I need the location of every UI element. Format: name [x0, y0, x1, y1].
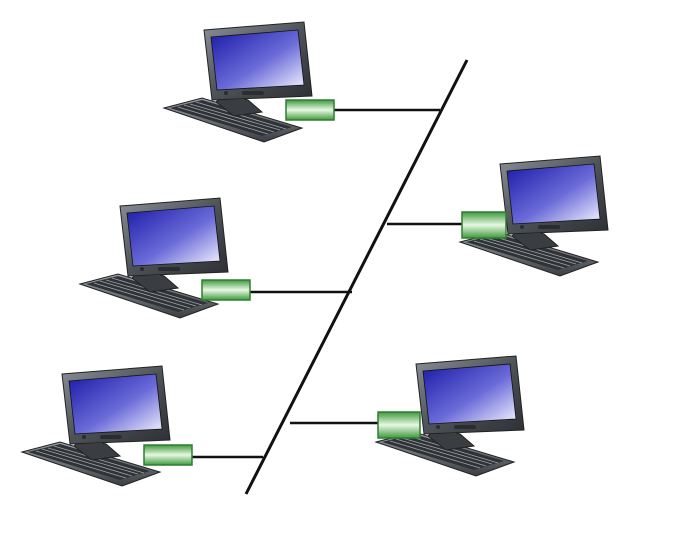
- desktop-computer-icon: [163, 21, 313, 143]
- network-interface-card-icon: [285, 99, 335, 121]
- network-interface-card-icon: [461, 211, 507, 239]
- computer-node-3: [21, 365, 193, 487]
- computer-node-4: [459, 155, 609, 277]
- computer-node-2: [79, 197, 251, 319]
- computer-node-5: [375, 355, 525, 477]
- bus-backbone-line: [244, 59, 469, 495]
- network-interface-card-icon: [143, 444, 193, 466]
- desktop-computer-icon: [21, 365, 171, 487]
- network-interface-card-icon: [377, 411, 421, 439]
- computer-node-1: [163, 21, 335, 143]
- network-interface-card-icon: [201, 279, 251, 301]
